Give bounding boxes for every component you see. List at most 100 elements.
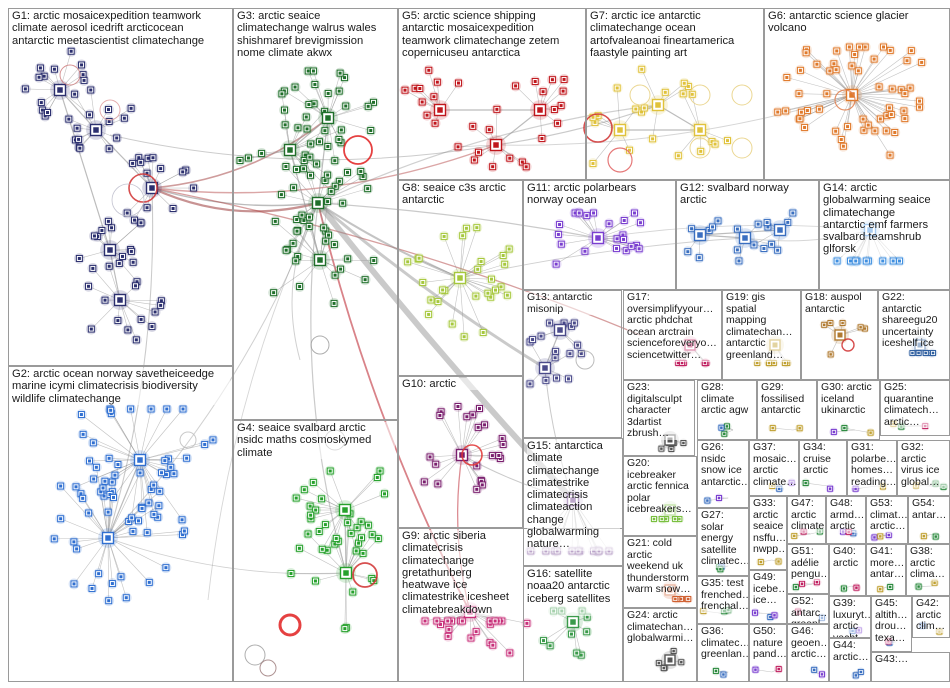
node-avatar	[435, 619, 439, 623]
node-avatar	[438, 413, 442, 417]
node-avatar	[903, 117, 907, 121]
node-avatar	[139, 160, 143, 164]
node-avatar	[78, 146, 82, 150]
edge-layer	[25, 46, 944, 676]
edge	[851, 94, 920, 102]
edge	[119, 299, 161, 306]
edge	[299, 548, 347, 574]
node-avatar	[339, 267, 343, 271]
node-avatar	[297, 546, 301, 550]
node-avatar	[777, 667, 780, 671]
edge	[849, 46, 853, 96]
node-avatar	[842, 587, 846, 590]
node-avatar	[854, 674, 858, 677]
node-avatar	[706, 499, 709, 502]
edge	[107, 537, 127, 598]
node-avatar	[436, 482, 440, 486]
node-avatar	[579, 653, 583, 657]
node-avatar	[192, 186, 196, 190]
node-avatar	[753, 611, 757, 614]
node-avatar	[717, 496, 721, 500]
node-avatar	[359, 520, 363, 524]
node-avatar	[280, 92, 284, 96]
node-avatar	[122, 116, 126, 120]
node-avatar	[591, 162, 595, 166]
edge	[119, 299, 162, 302]
node-avatar	[92, 477, 96, 481]
node-avatar	[797, 92, 801, 96]
node-avatar	[134, 338, 138, 342]
node-avatar	[171, 206, 175, 210]
node-avatar	[344, 104, 348, 108]
node-avatar	[372, 100, 376, 104]
node-avatar	[323, 109, 327, 113]
node-avatar	[682, 81, 686, 85]
node-avatar	[841, 321, 844, 325]
node-avatar	[181, 407, 185, 411]
edge	[109, 249, 121, 301]
edge	[559, 224, 599, 239]
edge	[73, 537, 109, 585]
node-avatar	[295, 218, 299, 222]
edge	[459, 263, 505, 279]
edge	[699, 234, 746, 239]
node-avatar	[514, 84, 518, 88]
edge	[407, 261, 461, 279]
node-avatar	[107, 247, 113, 253]
node-avatar	[322, 226, 326, 230]
node-avatar	[334, 536, 338, 540]
node-avatar	[499, 285, 503, 289]
node-avatar	[77, 137, 81, 141]
node-avatar	[439, 622, 443, 626]
node-avatar	[149, 487, 153, 491]
node-avatar	[323, 523, 327, 527]
edge	[322, 509, 346, 550]
node-avatar	[887, 533, 891, 537]
node-avatar	[554, 349, 558, 353]
node-avatar	[556, 232, 560, 236]
node-avatar	[569, 632, 573, 636]
node-avatar	[555, 376, 559, 380]
edge	[327, 106, 369, 119]
node-avatar	[562, 321, 566, 325]
node-avatar	[854, 259, 858, 263]
self-loop	[352, 562, 378, 588]
node-avatar	[686, 250, 690, 254]
node-avatar	[333, 184, 337, 188]
node-avatar	[579, 352, 583, 356]
node-avatar	[508, 156, 512, 160]
self-loop	[575, 350, 595, 370]
node-avatar	[558, 223, 562, 227]
node-avatar	[899, 88, 903, 92]
node-avatar	[296, 126, 300, 130]
node-avatar	[585, 630, 589, 634]
node-avatar	[302, 159, 306, 163]
node-avatar	[911, 351, 914, 355]
node-avatar	[474, 294, 478, 298]
node-avatar	[888, 48, 892, 52]
node-avatar	[778, 487, 781, 491]
edge	[461, 444, 504, 456]
node-avatar	[861, 117, 865, 121]
node-avatar	[917, 585, 920, 588]
node-avatar	[165, 407, 169, 411]
inter-group-edge	[315, 201, 576, 503]
node-avatar	[483, 423, 487, 427]
node-avatar	[309, 173, 313, 177]
node-avatar	[591, 115, 595, 119]
node-avatar	[864, 259, 868, 263]
self-loop	[259, 659, 277, 677]
node-avatar	[690, 227, 694, 231]
node-avatar	[793, 534, 796, 538]
node-avatar	[436, 300, 440, 304]
node-avatar	[314, 508, 318, 512]
node-avatar	[441, 288, 445, 292]
node-avatar	[835, 49, 839, 53]
node-avatar	[343, 570, 349, 576]
node-avatar	[136, 519, 140, 523]
node-avatar	[305, 127, 309, 131]
node-avatar	[110, 226, 114, 230]
node-avatar	[284, 248, 288, 252]
node-avatar	[500, 619, 504, 623]
node-avatar	[576, 343, 580, 347]
